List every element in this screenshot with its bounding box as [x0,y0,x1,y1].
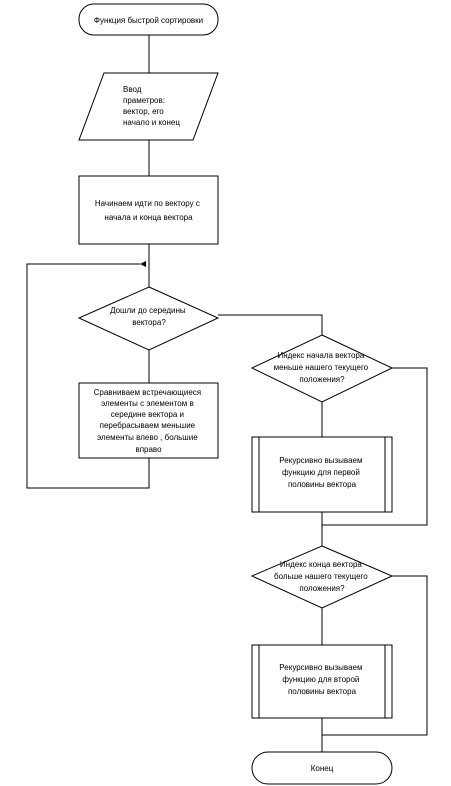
end-terminator: Конец [251,751,393,785]
decision-middle-text: Дошли до середины вектора? [110,306,188,327]
input-text: Ввод праметров: вектор, его начало и кон… [123,85,180,127]
process-compare-text: Сравниваем встречающиеся элементы с элем… [94,388,204,454]
end-label: Конец [311,764,334,773]
decision-right: Индекс конца вектора больше нашего текущ… [250,545,394,609]
input-parallelogram: Ввод праметров: вектор, его начало и кон… [78,72,219,141]
connector-decision-yes [218,314,323,335]
loop-arrow-head [140,261,146,267]
bypass-right-line [322,575,428,736]
process-start-box: Начинаем идти по вектору с начала и конц… [78,175,219,245]
start-terminator: Функция быстрой сортировки [78,3,219,36]
decision-right-text: Индекс конца вектора больше нашего текущ… [274,560,370,593]
bypass-left-line [322,367,428,526]
process-compare-box: Сравниваем встречающиеся элементы с элем… [78,382,219,459]
connectors [26,35,428,752]
subprocess-left-text: Рекурсивно вызываем функцию для первой п… [279,456,364,489]
decision-middle: Дошли до середины вектора? [77,286,220,351]
subprocess-right-text: Рекурсивно вызываем функцию для второй п… [279,663,364,696]
loop-back-line [26,263,150,489]
process-start-text: Начинаем идти по вектору с начала и конц… [95,199,202,222]
subprocess-left-box: Рекурсивно вызываем функцию для первой п… [251,436,393,513]
decision-left: Индекс начала вектора меньше нашего теку… [250,334,394,403]
start-label: Функция быстрой сортировки [94,16,203,25]
decision-left-text: Индекс начала вектора меньше нашего теку… [274,351,371,384]
subprocess-right-box: Рекурсивно вызываем функцию для второй п… [251,644,393,719]
